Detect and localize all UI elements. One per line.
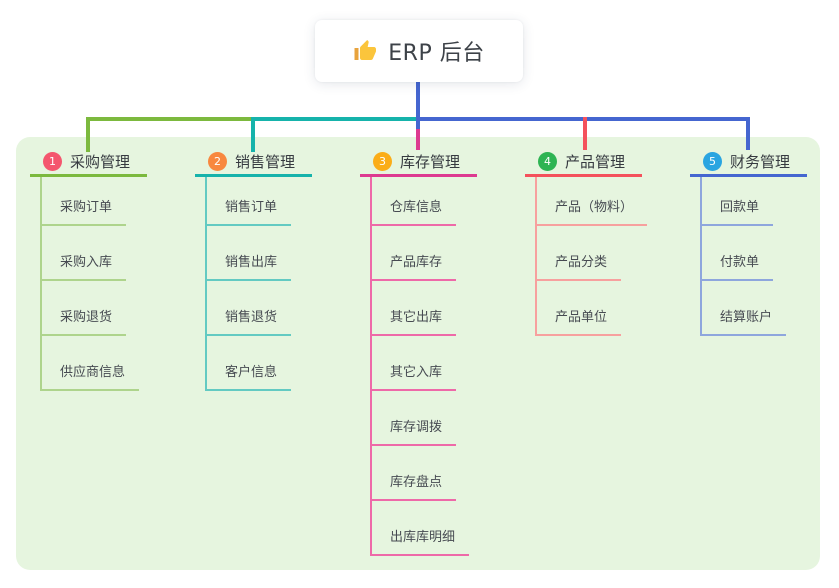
branch-finance-header[interactable]: 5 财务管理	[690, 148, 807, 177]
item-product-category[interactable]: 产品分类	[537, 226, 622, 281]
item-supplier-info[interactable]: 供应商信息	[42, 336, 140, 391]
branch-inventory: 3 库存管理 仓库信息 产品库存 其它出库 其它入库 库存调拨 库存盘点 出库库…	[360, 148, 477, 556]
item-warehouse-info[interactable]: 仓库信息	[372, 177, 457, 226]
branch-sales-label: 销售管理	[235, 152, 296, 171]
branch-number-badge: 2	[208, 151, 227, 171]
connector-stub-product	[583, 117, 587, 150]
item-purchase-return[interactable]: 采购退货	[42, 281, 127, 336]
item-product-material[interactable]: 产品（物料）	[537, 177, 648, 226]
item-outbound-detail[interactable]: 出库库明细	[372, 501, 470, 556]
item-other-outbound[interactable]: 其它出库	[372, 281, 457, 336]
branch-finance: 5 财务管理 回款单 付款单 结算账户	[690, 148, 807, 336]
connector-stub-purchase	[86, 117, 90, 152]
item-other-inbound[interactable]: 其它入库	[372, 336, 457, 391]
item-stock-count[interactable]: 库存盘点	[372, 446, 457, 501]
branch-inventory-label: 库存管理	[400, 152, 461, 171]
item-customer-info[interactable]: 客户信息	[207, 336, 292, 391]
branch-product-items: 产品（物料） 产品分类 产品单位	[535, 177, 648, 336]
item-product-stock[interactable]: 产品库存	[372, 226, 457, 281]
item-purchase-inbound[interactable]: 采购入库	[42, 226, 127, 281]
branch-sales-header[interactable]: 2 销售管理	[195, 148, 312, 177]
item-sales-order[interactable]: 销售订单	[207, 177, 292, 226]
root-node-label: ERP 后台	[388, 41, 485, 66]
connector-stub-inventory	[416, 119, 420, 150]
branch-purchase-header[interactable]: 1 采购管理	[30, 148, 147, 177]
root-node[interactable]: ERP 后台	[315, 20, 523, 82]
connector-horizontal-teal	[253, 117, 420, 121]
branch-product: 4 产品管理 产品（物料） 产品分类 产品单位	[525, 148, 648, 336]
branch-number-badge: 5	[703, 151, 722, 171]
branch-number-badge: 4	[538, 151, 557, 171]
branch-inventory-items: 仓库信息 产品库存 其它出库 其它入库 库存调拨 库存盘点 出库库明细	[370, 177, 477, 556]
item-sales-return[interactable]: 销售退货	[207, 281, 292, 336]
branch-finance-label: 财务管理	[730, 152, 791, 171]
thumbs-up-icon	[354, 40, 377, 60]
branch-sales-items: 销售订单 销售出库 销售退货 客户信息	[205, 177, 312, 391]
branch-purchase-label: 采购管理	[70, 152, 131, 171]
item-settlement-account[interactable]: 结算账户	[702, 281, 787, 336]
branch-product-header[interactable]: 4 产品管理	[525, 148, 642, 177]
item-payment-bill[interactable]: 付款单	[702, 226, 774, 281]
item-sales-outbound[interactable]: 销售出库	[207, 226, 292, 281]
branches-panel	[16, 137, 820, 570]
connector-root-stub	[416, 82, 420, 129]
branch-number-badge: 1	[43, 151, 62, 171]
connector-stub-finance	[746, 117, 750, 150]
branch-purchase-items: 采购订单 采购入库 采购退货 供应商信息	[40, 177, 147, 391]
branch-product-label: 产品管理	[565, 152, 626, 171]
branch-inventory-header[interactable]: 3 库存管理	[360, 148, 477, 177]
branch-sales: 2 销售管理 销售订单 销售出库 销售退货 客户信息	[195, 148, 312, 391]
item-purchase-order[interactable]: 采购订单	[42, 177, 127, 226]
item-product-unit[interactable]: 产品单位	[537, 281, 622, 336]
branch-purchase: 1 采购管理 采购订单 采购入库 采购退货 供应商信息	[30, 148, 147, 391]
branch-finance-items: 回款单 付款单 结算账户	[700, 177, 807, 336]
item-receipt-bill[interactable]: 回款单	[702, 177, 774, 226]
branch-number-badge: 3	[373, 151, 392, 171]
connector-stub-sales	[251, 117, 255, 152]
connector-horizontal-green	[86, 117, 255, 121]
item-stock-transfer[interactable]: 库存调拨	[372, 391, 457, 446]
